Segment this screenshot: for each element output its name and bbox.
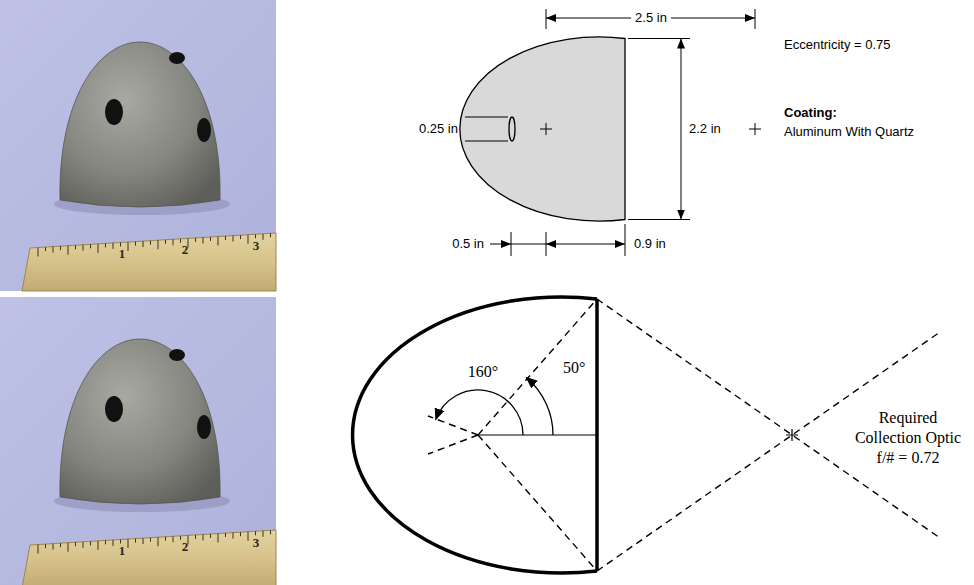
- focus-mark: [749, 123, 761, 135]
- angle-label: 160°: [468, 362, 498, 381]
- photo: [0, 297, 276, 585]
- ruler-number: 1: [119, 246, 126, 262]
- reflector-section: [460, 37, 625, 221]
- dimension-line: [490, 244, 511, 245]
- aperture: [509, 117, 515, 141]
- focus-mark: [540, 123, 552, 135]
- photo: [0, 0, 276, 291]
- ruler-number: 3: [253, 238, 260, 254]
- optic-label: Required Collection Optic f/# = 0.72: [846, 408, 970, 468]
- angle-arc: [526, 378, 553, 436]
- angle-arc: [436, 390, 523, 435]
- dimension-line: [546, 244, 625, 245]
- angle-label: 50°: [563, 358, 585, 377]
- reflector-outline: [353, 297, 597, 573]
- extension-line: [511, 224, 625, 256]
- dimension-line: [511, 244, 546, 245]
- dimension-label: 2.2 in: [689, 121, 721, 137]
- ruler-number: 2: [182, 539, 189, 555]
- axis-line: [478, 434, 597, 435]
- ray-line: [428, 435, 478, 454]
- extension-line: [628, 39, 690, 220]
- dimension-label: 0.25 in: [419, 121, 458, 137]
- ruler-number: 2: [182, 242, 189, 258]
- note: Aluminum With Quartz: [784, 124, 914, 140]
- dimension-line: [681, 39, 682, 220]
- note: Eccentricity = 0.75: [784, 37, 891, 53]
- ray-line: [478, 435, 597, 571]
- extension-line: [465, 117, 508, 141]
- ruler-number: 1: [119, 543, 126, 559]
- dimension-label: 0.5 in: [452, 236, 484, 252]
- extension-line: [546, 9, 755, 29]
- ruler-number: 3: [253, 535, 260, 551]
- note-heading: Coating:: [784, 105, 837, 121]
- dimension-label: 0.9 in: [634, 236, 666, 252]
- focus-mark: [786, 429, 798, 441]
- dimension-label: 2.5 in: [631, 10, 671, 26]
